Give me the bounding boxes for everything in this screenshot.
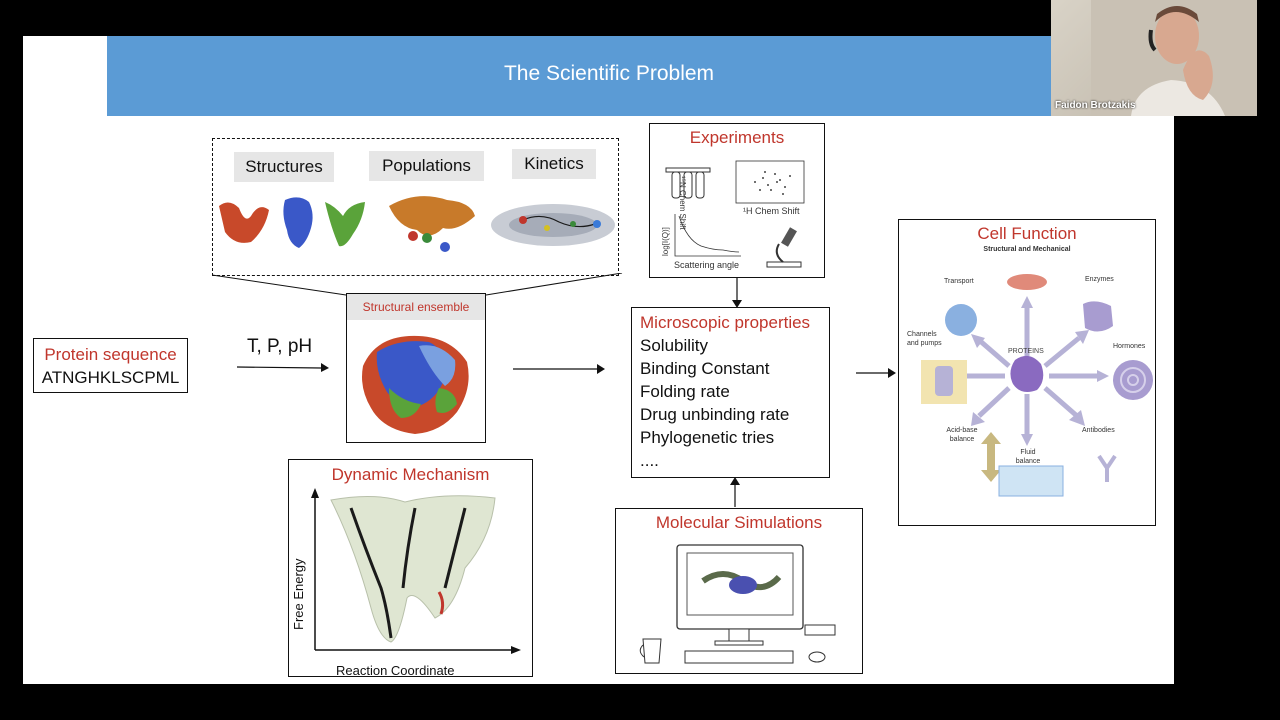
fluid-balance-label: Fluid balance	[1015, 449, 1041, 465]
scatter-y-label: log[I(Q)]	[661, 227, 670, 256]
participant-video[interactable]: Faidon Brotzakis	[1051, 0, 1257, 116]
property-solubility: Solubility	[640, 336, 709, 355]
structural-ensemble-title: Structural ensemble	[347, 294, 485, 320]
population-p2-marker	[422, 233, 432, 243]
molecular-simulations-title: Molecular Simulations	[655, 513, 823, 532]
test-tubes-icon	[665, 167, 711, 199]
structures-label: Structures	[234, 152, 334, 182]
arrow-sequence-to-ensemble	[237, 363, 329, 372]
arrow-properties-to-cell	[856, 368, 896, 378]
antibodies-label: Antibodies	[1082, 427, 1115, 434]
property-phylogenetic-tries: Phylogenetic tries	[640, 428, 775, 447]
property-binding-constant: Binding Constant	[640, 359, 770, 378]
computer-illustration	[639, 544, 836, 664]
protein-center-icon	[1010, 355, 1044, 392]
cell-function-diagram	[921, 274, 1153, 497]
protein-sequence-box	[33, 338, 188, 393]
fluid-balance-icon	[998, 465, 1064, 497]
dynamic-mechanism-title: Dynamic Mechanism	[331, 465, 490, 484]
populations-image	[389, 196, 475, 252]
free-energy-plot	[311, 488, 521, 654]
microscope-icon	[766, 227, 802, 268]
slide-title: The Scientific Problem	[503, 62, 715, 85]
kinetics-image	[491, 204, 615, 246]
kinetics-label: Kinetics	[512, 149, 596, 179]
structures-image	[219, 197, 365, 248]
antibody-icon	[1097, 454, 1117, 482]
muscle-icon	[1007, 274, 1047, 290]
title-bar: The Scientific Problem	[107, 36, 1174, 116]
chem-shift-x-label: ¹H Chem Shift	[743, 206, 800, 216]
scattering-curve	[674, 214, 741, 257]
scatter-x-label: Scattering angle	[674, 260, 740, 270]
microscopic-properties-box	[631, 307, 830, 478]
proteins-label: PROTEINS	[1008, 348, 1044, 355]
zoom-lines	[212, 273, 623, 296]
acid-base-label: Acid-base balance	[946, 427, 978, 443]
enzymes-label: Enzymes	[1085, 276, 1114, 283]
microscopic-properties-title: Microscopic properties	[640, 313, 811, 332]
transport-icon	[945, 304, 977, 336]
cell-function-title: Cell Function	[977, 224, 1077, 243]
free-energy-label: Free Energy	[291, 558, 306, 630]
hormones-label: Hormones	[1113, 343, 1146, 350]
cell-function-subtitle: Structural and Mechanical	[983, 246, 1071, 253]
transport-label: Transport	[944, 278, 974, 285]
property-drug-unbinding-rate: Drug unbinding rate	[640, 405, 790, 424]
arrow-experiments-to-properties	[732, 278, 742, 308]
experiments-title: Experiments	[689, 128, 785, 147]
property-folding-rate: Folding rate	[640, 382, 730, 401]
enzymes-icon	[1083, 301, 1113, 332]
protein-sequence-title: Protein sequence	[44, 345, 177, 364]
property-ellipsis: ....	[640, 451, 659, 470]
hormones-icon	[1113, 360, 1153, 400]
protein-sequence-value: ATNGHKLSCPML	[41, 368, 180, 387]
conditions-label: T, P, pH	[247, 336, 313, 357]
participant-name: Faidon Brotzakis	[1055, 100, 1136, 111]
populations-label: Populations	[369, 151, 484, 181]
arrow-simulations-to-properties	[730, 477, 740, 507]
population-p3-marker	[440, 242, 450, 252]
slide: The Scientific Problem Structures Popula…	[23, 36, 1174, 684]
nmr-spectrum-icon	[735, 160, 805, 204]
participant-silhouette	[1091, 0, 1257, 116]
population-p1-marker	[408, 231, 418, 241]
structural-ensemble-image	[362, 335, 469, 434]
reaction-coordinate-label: Reaction Coordinate	[336, 663, 455, 678]
properties-panel	[212, 138, 619, 276]
arrow-ensemble-to-properties	[513, 364, 605, 374]
channels-label: Channels and pumps	[907, 331, 942, 347]
acid-base-icon	[981, 432, 1001, 482]
